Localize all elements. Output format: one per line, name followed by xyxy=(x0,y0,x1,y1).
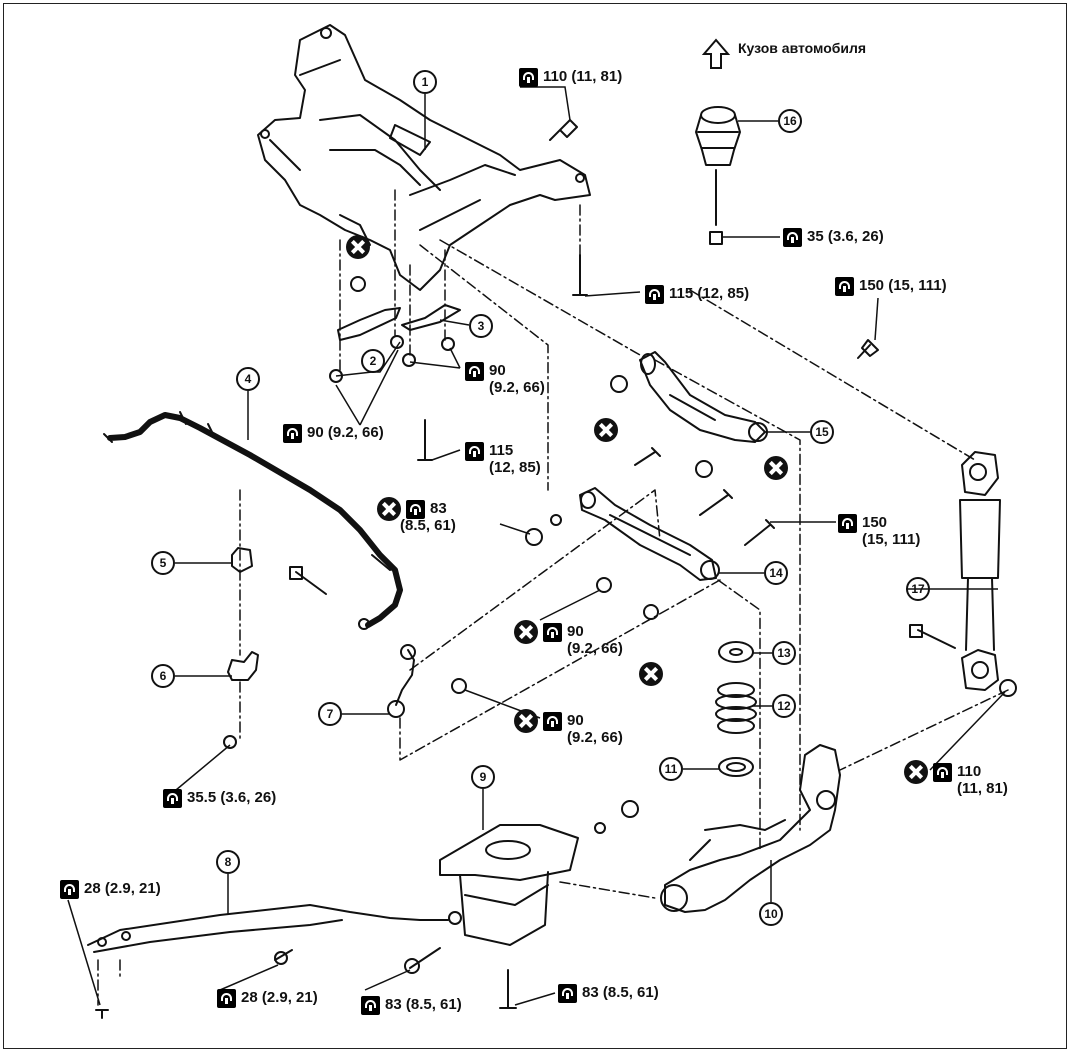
torque-wrench-icon xyxy=(933,763,952,782)
body-label-text: Кузов автомобиля xyxy=(738,40,867,56)
torque-wrench-icon xyxy=(60,880,79,899)
replace-part-icon xyxy=(514,709,538,733)
torque-83-bolt: 83 (8.5, 61) xyxy=(361,996,462,1015)
torque-90-stab: 90(9.2, 66) xyxy=(514,709,623,746)
torque-wrench-icon xyxy=(465,362,484,381)
bump-stop xyxy=(695,106,741,245)
torque-wrench-icon xyxy=(835,277,854,296)
replace-part-icon xyxy=(764,456,788,480)
torque-83-stud: 83 (8.5, 61) xyxy=(558,984,659,1003)
torque-83-link: 83(8.5, 61) xyxy=(377,497,456,534)
body-label: Кузов автомобиля xyxy=(704,40,866,56)
stabilizer-bar xyxy=(107,412,403,628)
callout-10: 10 xyxy=(759,902,783,926)
torque-90-clamp: 90 (9.2, 66) xyxy=(283,424,384,443)
torque-wrench-icon xyxy=(283,424,302,443)
callout-3: 3 xyxy=(469,314,493,338)
callout-15: 15 xyxy=(810,420,834,444)
callout-14: 14 xyxy=(764,561,788,585)
torque-115-rear: 115 (12, 85) xyxy=(645,285,749,304)
callout-4: 4 xyxy=(236,367,260,391)
torque-110-shock: 110(11, 81) xyxy=(904,760,1008,797)
callout-8: 8 xyxy=(216,850,240,874)
callout-12: 12 xyxy=(772,694,796,718)
callout-1: 1 xyxy=(413,70,437,94)
torque-wrench-icon xyxy=(543,623,562,642)
callout-13: 13 xyxy=(772,641,796,665)
torque-wrench-icon xyxy=(361,996,380,1015)
subframe xyxy=(257,24,591,291)
torque-wrench-icon xyxy=(217,989,236,1008)
torque-150-lower: 150(15, 111) xyxy=(838,514,920,548)
replace-part-icon xyxy=(594,418,618,442)
torque-wrench-icon xyxy=(838,514,857,533)
callout-16: 16 xyxy=(778,109,802,133)
torque-35-5: 35.5 (3.6, 26) xyxy=(163,789,276,808)
torque-115-front: 115(12, 85) xyxy=(465,442,541,476)
up-arrow xyxy=(701,38,731,69)
torque-35-bumper: 35 (3.6, 26) xyxy=(783,228,884,247)
torque-wrench-icon xyxy=(783,228,802,247)
torque-90-bracket: 90(9.2, 66) xyxy=(465,362,545,396)
torque-28-mid: 28 (2.9, 21) xyxy=(217,989,318,1008)
torque-wrench-icon xyxy=(465,442,484,461)
torque-wrench-icon xyxy=(406,500,425,519)
callout-9: 9 xyxy=(471,765,495,789)
torque-wrench-icon xyxy=(163,789,182,808)
callout-11: 11 xyxy=(659,757,683,781)
torque-110-top: 110 (11, 81) xyxy=(519,68,622,87)
torque-wrench-icon xyxy=(558,984,577,1003)
callout-7: 7 xyxy=(318,702,342,726)
torque-90-lower: 90(9.2, 66) xyxy=(514,620,623,657)
torque-28-left: 28 (2.9, 21) xyxy=(60,880,161,899)
torque-wrench-icon xyxy=(543,712,562,731)
replace-part-icon xyxy=(377,497,401,521)
lower-arm xyxy=(579,487,720,581)
replace-part-icon xyxy=(904,760,928,784)
torque-150-upper: 150 (15, 111) xyxy=(835,277,947,296)
torque-wrench-icon xyxy=(519,68,538,87)
torque-wrench-icon xyxy=(645,285,664,304)
replace-part-icon xyxy=(639,662,663,686)
replace-part-icon xyxy=(346,235,370,259)
callout-5: 5 xyxy=(151,551,175,575)
replace-part-icon xyxy=(514,620,538,644)
callout-6: 6 xyxy=(151,664,175,688)
